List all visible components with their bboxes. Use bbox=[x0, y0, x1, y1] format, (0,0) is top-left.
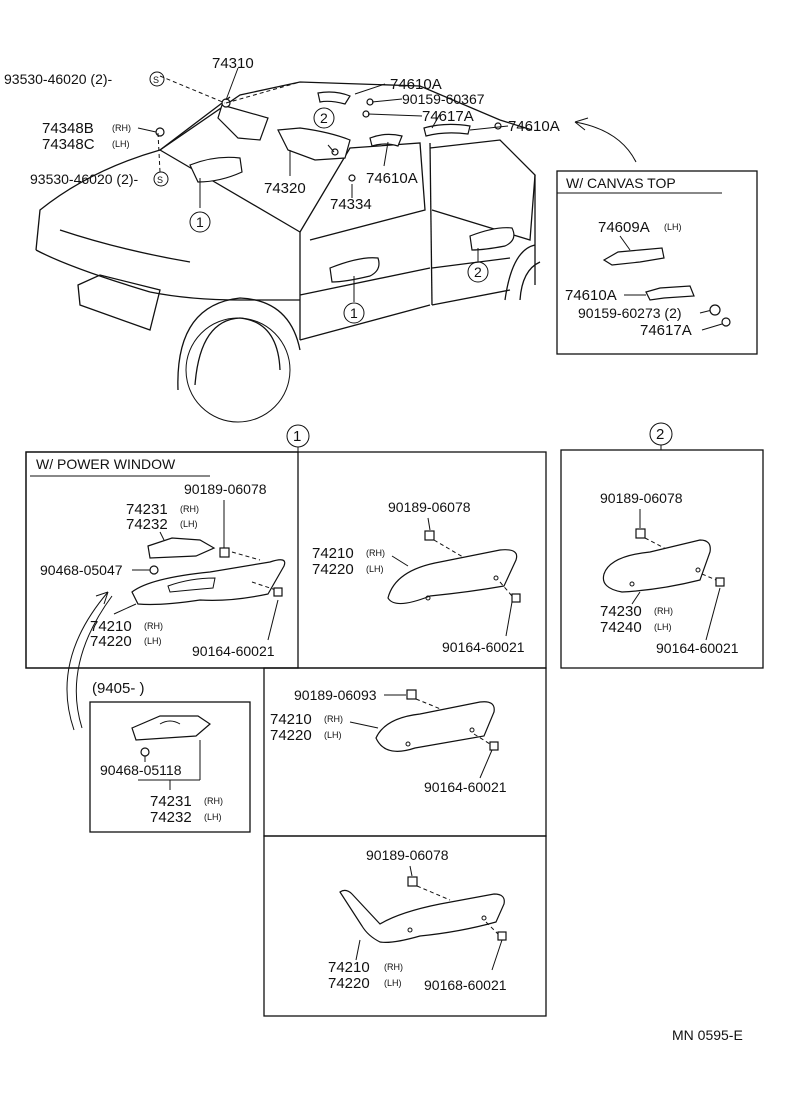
b1d-label-74220-lh: (LH) bbox=[384, 978, 402, 988]
label-93530-46020-lower: 93530-46020 (2)- bbox=[30, 171, 139, 187]
pw-sub-label-74231-rh: (RH) bbox=[204, 796, 223, 806]
armrest-box-1c: 90189-06093 74210 (RH) 74220 (LH) 90164-… bbox=[263, 667, 547, 837]
label-74348C: 74348C bbox=[42, 136, 95, 153]
callout-1-door bbox=[343, 302, 365, 324]
pw-label-74231-rh: (RH) bbox=[180, 504, 199, 514]
canvas-label-74617A: 74617A bbox=[640, 322, 692, 339]
b2-label-74230-rh: (RH) bbox=[654, 606, 673, 616]
diagram-code: MN 0595-E bbox=[672, 1027, 743, 1043]
pw-label-90189-06078: 90189-06078 bbox=[184, 481, 267, 497]
b1d-label-74210-rh: (RH) bbox=[384, 962, 403, 972]
callout-2-visor bbox=[313, 107, 335, 129]
b2-label-90189-06078: 90189-06078 bbox=[600, 490, 683, 506]
callout-1-visor-text: 1 bbox=[196, 214, 204, 230]
b1c-label-74210-rh: (RH) bbox=[324, 714, 343, 724]
car-illustration bbox=[35, 75, 541, 423]
pw-label-90164-60021: 90164-60021 bbox=[192, 643, 275, 659]
label-74348B-rh: (RH) bbox=[112, 123, 131, 133]
label-74610A-top: 74610A bbox=[390, 76, 442, 93]
s-mark-upper-text: S bbox=[153, 75, 159, 85]
pw-label-74220-lh: (LH) bbox=[144, 636, 162, 646]
canvas-label-74609A: 74609A bbox=[598, 219, 650, 236]
pw-label-90468-05047: 90468-05047 bbox=[40, 562, 123, 578]
pw-sub-label-90468-05118: 90468-05118 bbox=[100, 762, 182, 778]
armrest-box-1d: 90189-06078 74210 (RH) 74220 (LH) 90168-… bbox=[263, 835, 547, 1017]
callout-1-door-text: 1 bbox=[350, 305, 358, 321]
power-window-title: W/ POWER WINDOW bbox=[36, 456, 176, 472]
label-74320: 74320 bbox=[264, 180, 306, 197]
b1d-label-90189-06078: 90189-06078 bbox=[366, 847, 449, 863]
armrest-box-2: 90189-06078 74230 (RH) 74240 (LH) 90164-… bbox=[560, 449, 764, 669]
pw-sub-label-74232: 74232 bbox=[150, 809, 192, 826]
pw-sub-date: (9405- ) bbox=[92, 680, 145, 697]
label-74610A-center: 74610A bbox=[366, 170, 418, 187]
label-90159-60367: 90159-60367 bbox=[402, 91, 485, 107]
canvas-label-lh: (LH) bbox=[664, 222, 682, 232]
pw-label-74220: 74220 bbox=[90, 633, 132, 650]
s-mark-lower bbox=[153, 171, 169, 187]
label-74310: 74310 bbox=[212, 55, 254, 72]
b1b-label-74220-lh: (LH) bbox=[366, 564, 384, 574]
pw-label-74232: 74232 bbox=[126, 516, 168, 533]
callout-2-door-text: 2 bbox=[474, 264, 482, 280]
canvas-top-box: W/ CANVAS TOP 74609A (LH) 74610A 90159-6… bbox=[556, 170, 758, 355]
b2-label-90164-60021: 90164-60021 bbox=[656, 640, 739, 656]
b1d-label-74210: 74210 bbox=[328, 959, 370, 976]
b1c-label-90189-06093: 90189-06093 bbox=[294, 687, 377, 703]
label-74334: 74334 bbox=[330, 196, 372, 213]
top-leader-lines bbox=[137, 67, 637, 302]
b1d-label-90168-60021: 90168-60021 bbox=[424, 977, 507, 993]
callout-2-door bbox=[467, 261, 489, 283]
b1b-label-74220: 74220 bbox=[312, 561, 354, 578]
b2-label-74240-lh: (LH) bbox=[654, 622, 672, 632]
group-2-callout-text: 2 bbox=[656, 426, 664, 443]
b1c-label-74220: 74220 bbox=[270, 727, 312, 744]
b1b-label-74210: 74210 bbox=[312, 545, 354, 562]
s-mark-upper bbox=[149, 71, 165, 87]
canvas-label-74610A: 74610A bbox=[565, 287, 617, 304]
pw-label-74231: 74231 bbox=[126, 501, 168, 518]
armrest-box-1b: 90189-06078 74210 (RH) 74220 (LH) 90164-… bbox=[312, 499, 525, 655]
label-74617A: 74617A bbox=[422, 108, 474, 125]
b1b-label-90189-06078: 90189-06078 bbox=[388, 499, 471, 515]
callout-2-visor-text: 2 bbox=[320, 110, 328, 126]
b2-label-74240: 74240 bbox=[600, 619, 642, 636]
top-labels: 93530-46020 (2)- S 74310 74348B (RH) 743… bbox=[4, 55, 560, 324]
pw-label-74210-rh: (RH) bbox=[144, 621, 163, 631]
pw-label-74210: 74210 bbox=[90, 618, 132, 635]
group-1-callout-text: 1 bbox=[293, 428, 301, 445]
b2-label-74230: 74230 bbox=[600, 603, 642, 620]
label-74610A-rear: 74610A bbox=[508, 118, 560, 135]
label-74348C-lh: (LH) bbox=[112, 139, 130, 149]
s-mark-lower-text: S bbox=[157, 175, 163, 185]
b1d-label-74220: 74220 bbox=[328, 975, 370, 992]
b1c-label-74220-lh: (LH) bbox=[324, 730, 342, 740]
label-74348B: 74348B bbox=[42, 120, 94, 137]
label-93530-46020-upper: 93530-46020 (2)- bbox=[4, 71, 113, 87]
pw-sub-label-74232-lh: (LH) bbox=[204, 812, 222, 822]
canvas-top-title: W/ CANVAS TOP bbox=[566, 175, 676, 191]
canvas-label-90159-60273: 90159-60273 (2) bbox=[578, 305, 682, 321]
b1c-label-74210: 74210 bbox=[270, 711, 312, 728]
pw-label-74232-lh: (LH) bbox=[180, 519, 198, 529]
callout-1-visor bbox=[189, 211, 211, 233]
pw-sub-label-74231: 74231 bbox=[150, 793, 192, 810]
b1c-label-90164-60021: 90164-60021 bbox=[424, 779, 507, 795]
b1b-label-90164-60021: 90164-60021 bbox=[442, 639, 525, 655]
b1b-label-74210-rh: (RH) bbox=[366, 548, 385, 558]
